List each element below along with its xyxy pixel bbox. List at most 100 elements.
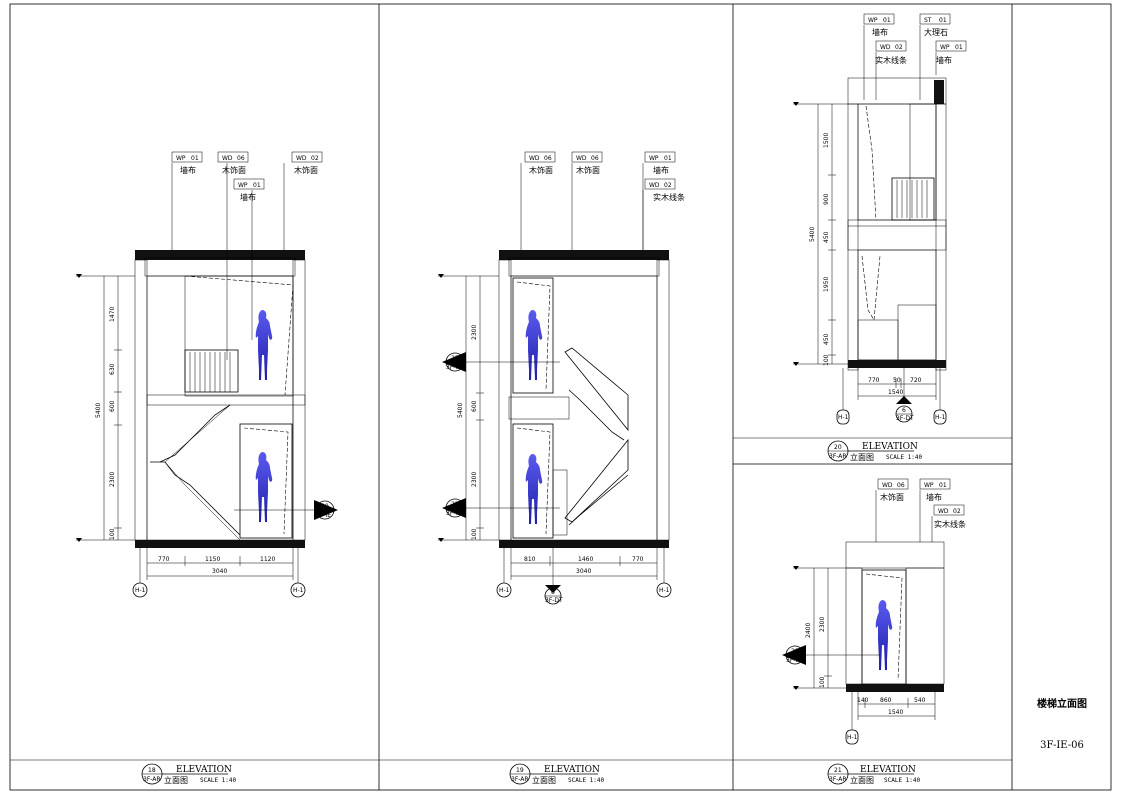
- callout-label: 墙布: [926, 492, 942, 502]
- detail-ref-sheet: 3F-DT: [545, 597, 563, 604]
- axis-label: H-1: [935, 414, 946, 421]
- axis-label: H-1: [135, 587, 146, 594]
- dim-total: 3040: [212, 568, 227, 575]
- section-ref-num: 22: [451, 355, 459, 362]
- callout-num: 02: [895, 44, 903, 51]
- human-figure: [875, 600, 893, 670]
- callout-code: WD: [576, 155, 587, 162]
- vertical-dimensions: 2400 2300 100: [793, 566, 846, 690]
- dim-v-total: 5400: [95, 403, 102, 418]
- detail-ref-num: 6: [551, 589, 555, 596]
- callout-code: ST: [924, 17, 932, 24]
- axis-label: H-1: [293, 587, 304, 594]
- dim-h: 1150: [205, 556, 220, 563]
- railing: [891, 177, 935, 221]
- dim-v: 1470: [109, 307, 116, 322]
- dim-total: 1540: [888, 389, 903, 396]
- callouts: WP 01 墙布 ST 01 大理石 WD 02 实木线条 WP 01 墙布: [863, 13, 967, 100]
- dim-v: 900: [823, 193, 830, 205]
- callout-label: 墙布: [872, 27, 888, 37]
- section-ref-markers: 22 3F-IE 22 3F-IE: [442, 352, 560, 518]
- view-sheet-ref: 3F-AR: [511, 776, 529, 783]
- view-scale: SCALE 1:40: [884, 777, 921, 784]
- dim-h: 1460: [578, 556, 593, 563]
- view-scale: SCALE 1:40: [886, 454, 923, 461]
- section-ref-marker: 20 3F-IE: [782, 645, 880, 665]
- view-title-18: 18 3F-AR ELEVATION 立面图 SCALE 1:40: [141, 763, 237, 785]
- callout-code: WD: [882, 482, 893, 489]
- callout-label: 木饰面: [294, 165, 318, 175]
- dim-v-total: 5400: [809, 227, 816, 242]
- horizontal-dimensions: 770 1150 1120 3040 H-1 H-1: [132, 548, 306, 598]
- callout-code: WP: [238, 182, 248, 189]
- dim-h: 50: [893, 377, 901, 384]
- callout-code: WP: [868, 17, 878, 24]
- dim-v: 2300: [471, 325, 478, 340]
- dim-v: 100: [819, 676, 826, 688]
- view-title-21: 21 3F-AR ELEVATION 立面图 SCALE 1:40: [827, 763, 921, 785]
- callout-num: 01: [939, 482, 947, 489]
- callout-label: 木饰面: [880, 492, 904, 502]
- dim-total: 3040: [576, 568, 591, 575]
- human-figure: [525, 310, 543, 380]
- mid-band: [847, 219, 947, 251]
- callout-label: 实木线条: [934, 519, 966, 529]
- dim-v: 2300: [109, 472, 116, 487]
- callout-code: WP: [176, 155, 186, 162]
- left-wall: [134, 259, 148, 541]
- axis-bubble: [290, 582, 306, 598]
- dim-h: 770: [868, 377, 880, 384]
- dim-v: 1950: [823, 277, 830, 292]
- callout-code: WP: [940, 44, 950, 51]
- vertical-dimensions: 1500 900 450 1950 450 100 5400: [793, 102, 848, 366]
- detail-ref-sheet: 3F-DT: [896, 415, 914, 422]
- elevation-18: WP 01 墙布 WD 06 木饰面 WP 01 墙布 WD 02 木饰面: [76, 151, 338, 785]
- section-ref-sheet: 3F-IE: [446, 510, 461, 517]
- elevation-21: WD 06 木饰面 WP 01 墙布 WD 02 实木线条 2400 2300 …: [782, 478, 966, 785]
- ceiling-beam: [144, 257, 296, 277]
- view-sheet-ref: 3F-AR: [829, 453, 847, 460]
- callout-code: WD: [296, 155, 307, 162]
- view-title-20: 20 3F-AR ELEVATION 立面图 SCALE 1:40: [827, 440, 923, 462]
- dim-h: 810: [524, 556, 536, 563]
- callout-num: 02: [664, 182, 672, 189]
- dim-h: 720: [910, 377, 922, 384]
- callout-num: 01: [883, 17, 891, 24]
- horizontal-dimensions: 810 1460 770 3040 H-1 H-1 6 3F-DT: [496, 548, 672, 605]
- dim-h: 770: [632, 556, 644, 563]
- callout-num: 06: [237, 155, 245, 162]
- dim-v-total: 5400: [457, 403, 464, 418]
- dim-v: 1500: [823, 133, 830, 148]
- door-frame: [239, 423, 293, 539]
- callout-num: 02: [953, 508, 961, 515]
- top-slab: [847, 77, 947, 105]
- callout-num: 06: [591, 155, 599, 162]
- dim-v: 450: [823, 231, 830, 243]
- axis-label: H-1: [838, 414, 849, 421]
- view-subtitle: 立面图: [164, 775, 188, 785]
- axis-bubble: [836, 409, 850, 425]
- dim-h: 140: [857, 697, 869, 704]
- human-figure: [255, 310, 273, 380]
- horizontal-dimensions: 770 50 720 1540 H-1 H-1 6 3F-DT: [836, 368, 947, 425]
- axis-bubble: [132, 582, 148, 598]
- callout-label: 墙布: [936, 55, 952, 65]
- section-ref-num: 22: [451, 501, 459, 508]
- view-subtitle: 立面图: [850, 775, 874, 785]
- view-number: 19: [516, 767, 524, 774]
- dim-h: 540: [914, 697, 926, 704]
- callout-label: 墙布: [653, 165, 669, 175]
- section-ref-num: 20: [321, 503, 329, 510]
- sheet-number: 3F-IE-06: [1040, 740, 1084, 751]
- elevation-20: WP 01 墙布 ST 01 大理石 WD 02 实木线条 WP 01 墙布: [793, 13, 967, 462]
- section-ref-num: 20: [791, 648, 799, 655]
- callout-code: WD: [649, 182, 660, 189]
- axis-label: H-1: [659, 587, 670, 594]
- lower-flight: [150, 461, 241, 536]
- callout-code: WD: [529, 155, 540, 162]
- callout-label: 实木线条: [875, 55, 907, 65]
- dim-v: 450: [823, 333, 830, 345]
- view-number: 21: [834, 767, 842, 774]
- view-title-19: 19 3F-AR ELEVATION 立面图 SCALE 1:40: [509, 763, 605, 785]
